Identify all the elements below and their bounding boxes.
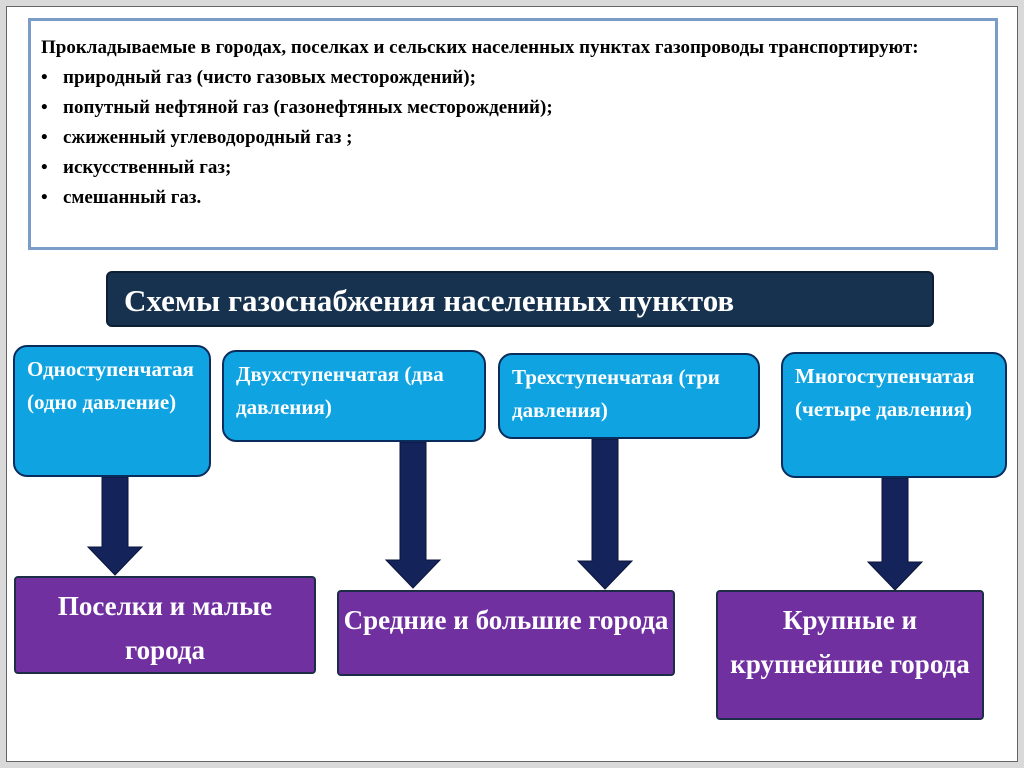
result-box-medium: Средние и большие города bbox=[337, 590, 675, 676]
gas-type-list: природный газ (чисто газовых месторожден… bbox=[41, 63, 985, 213]
stage-box-four: Многоступенчатая (четыре давления) bbox=[781, 352, 1007, 478]
down-arrow-icon bbox=[384, 442, 442, 589]
stage-box-three: Трехступенчатая (три давления) bbox=[498, 353, 760, 439]
list-item: попутный нефтяной газ (газонефтяных мест… bbox=[41, 93, 985, 123]
list-item: сжиженный углеводородный газ ; bbox=[41, 123, 985, 153]
down-arrow-icon bbox=[576, 439, 634, 590]
result-label: Средние и большие города bbox=[343, 605, 669, 635]
list-item: природный газ (чисто газовых месторожден… bbox=[41, 63, 985, 93]
stage-label: Многоступенчатая (четыре давления) bbox=[795, 364, 975, 421]
result-label: Крупные и крупнейшие города bbox=[730, 605, 970, 679]
intro-text: Прокладываемые в городах, поселках и сел… bbox=[41, 37, 919, 58]
section-heading: Схемы газоснабжения населенных пунктов bbox=[106, 271, 934, 327]
result-box-small: Поселки и малые города bbox=[14, 576, 316, 674]
intro-box: Прокладываемые в городах, поселках и сел… bbox=[28, 18, 998, 250]
list-item: смешанный газ. bbox=[41, 183, 985, 213]
stage-box-one: Одноступенчатая (одно давление) bbox=[13, 345, 211, 477]
stage-label: Двухступенчатая (два давления) bbox=[236, 362, 444, 419]
result-box-large: Крупные и крупнейшие города bbox=[716, 590, 984, 720]
result-label: Поселки и малые города bbox=[57, 591, 273, 665]
stage-box-two: Двухступенчатая (два давления) bbox=[222, 350, 486, 442]
stage-label: Одноступенчатая (одно давление) bbox=[27, 357, 194, 414]
down-arrow-icon bbox=[86, 477, 144, 576]
down-arrow-icon bbox=[866, 478, 924, 591]
stage-label: Трехступенчатая (три давления) bbox=[512, 365, 720, 422]
list-item: искусственный газ; bbox=[41, 153, 985, 183]
